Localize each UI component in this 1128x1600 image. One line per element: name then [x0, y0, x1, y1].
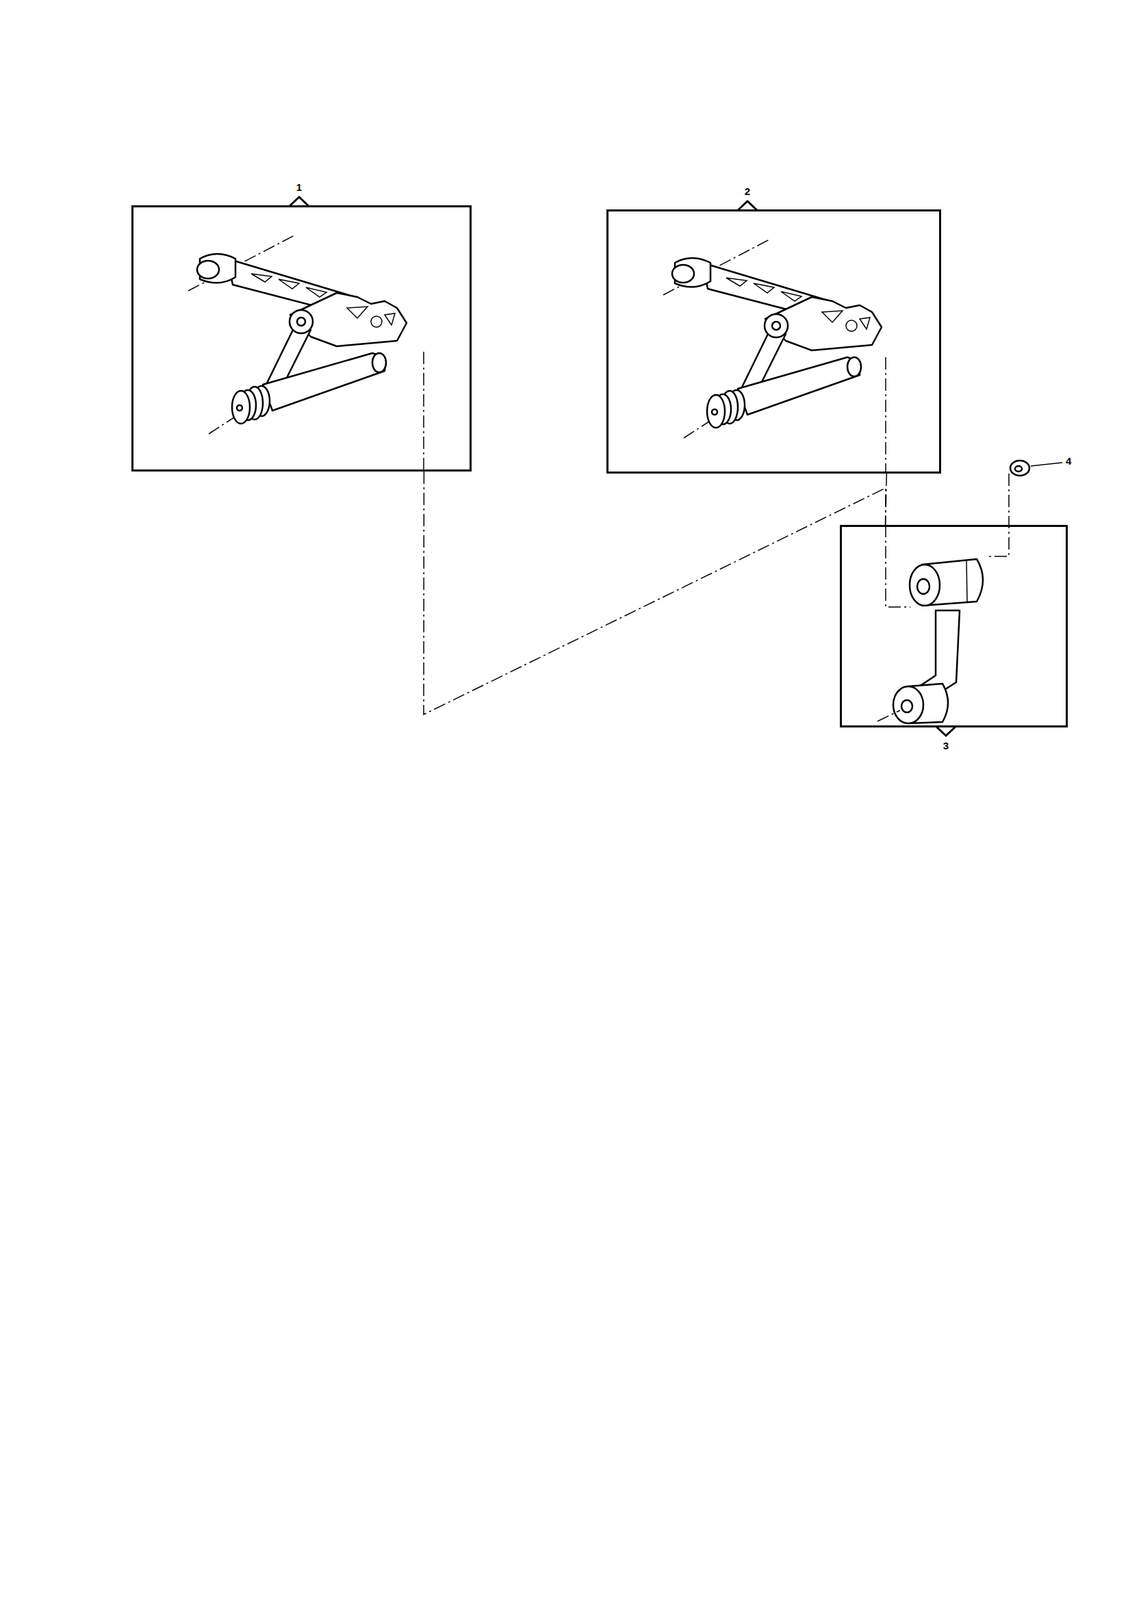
assembly-line — [423, 471, 886, 715]
part-group-box: 3 — [839, 524, 1068, 728]
part-group-box: 1 — [131, 205, 472, 472]
callout-number: 1 — [296, 181, 302, 194]
callout-number: 4 — [1065, 455, 1072, 467]
part-group-box: 2 — [606, 209, 942, 474]
assembly-line — [885, 473, 888, 525]
callout-number: 3 — [943, 739, 949, 752]
callout-number: 2 — [744, 185, 751, 198]
